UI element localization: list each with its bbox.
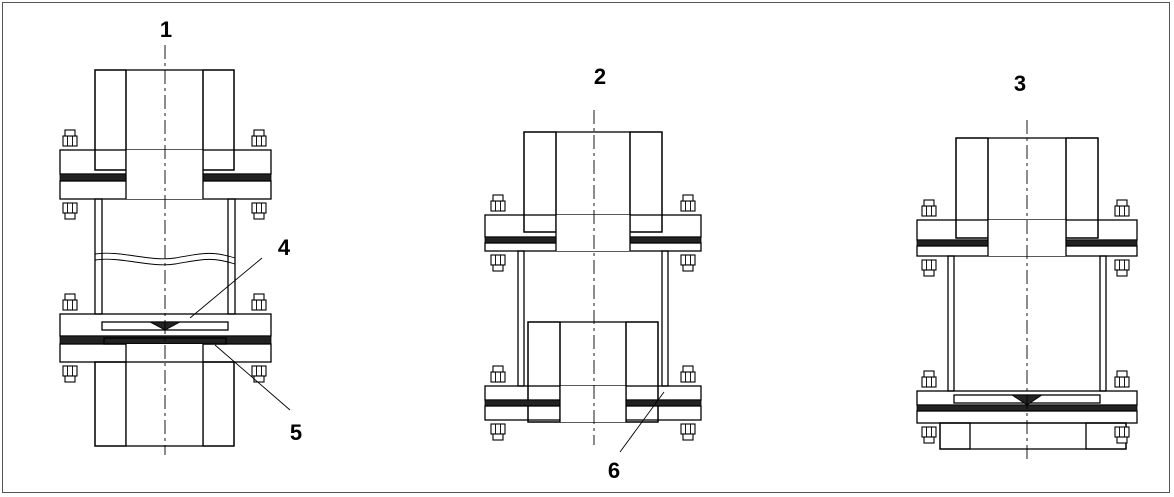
- assembly-3-drawing: [916, 120, 1138, 460]
- label-assembly-2: 2: [594, 64, 606, 89]
- label-assembly-3: 3: [1014, 71, 1026, 96]
- assembly-2-drawing: [484, 110, 702, 453]
- callout-6: 6: [608, 458, 620, 483]
- callout-5: 5: [290, 420, 302, 445]
- label-assembly-1: 1: [160, 17, 172, 42]
- assembly-1-drawing: [59, 45, 291, 455]
- callout-4: 4: [278, 235, 291, 260]
